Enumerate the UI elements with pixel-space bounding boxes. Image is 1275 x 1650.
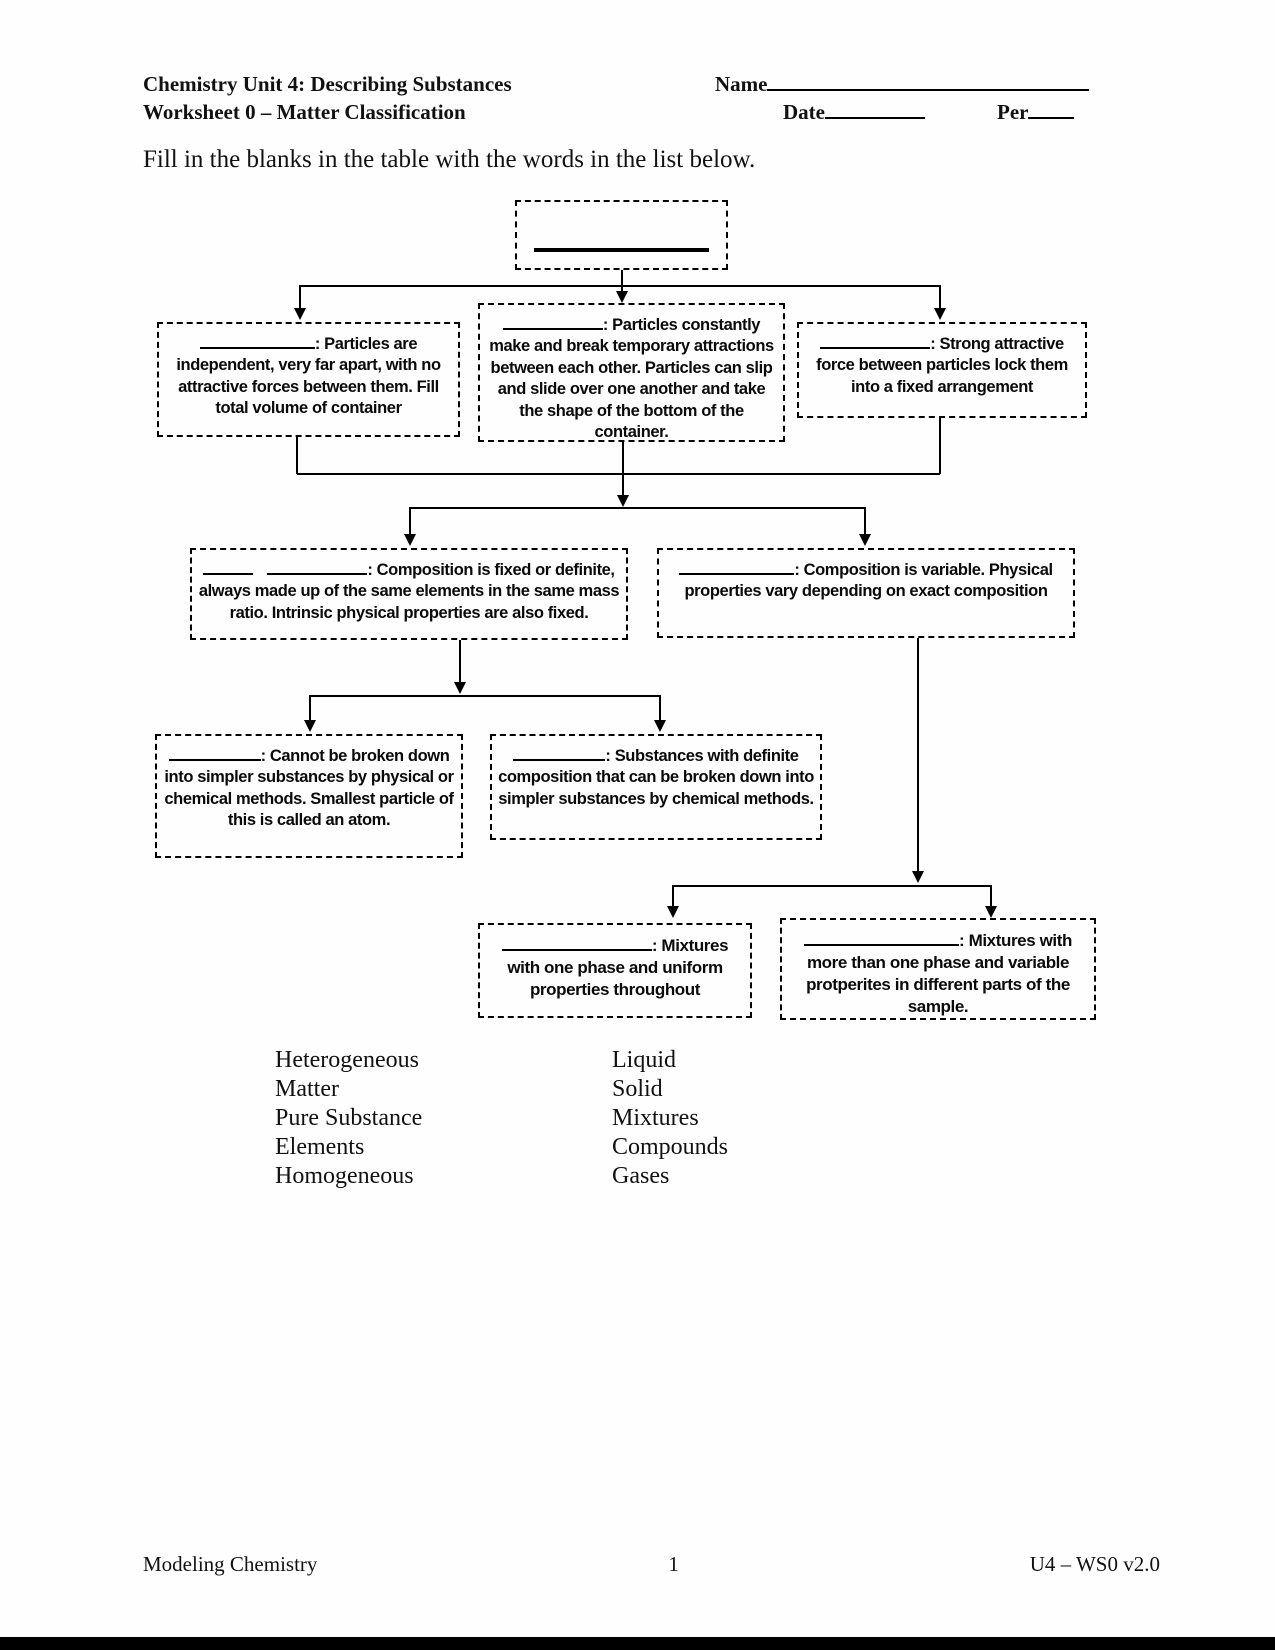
flowchart-box-elements: : Cannot be broken down into simpler sub…: [155, 734, 463, 858]
homogeneous-description: : Mixtures with one phase and uniform pr…: [507, 936, 729, 1000]
solid-blank[interactable]: [820, 335, 931, 349]
gases-blank[interactable]: [199, 335, 315, 349]
word-bank-item: Homogeneous: [275, 1163, 414, 1189]
footer-page-number: 1: [668, 1552, 679, 1576]
word-bank-item: Heterogeneous: [275, 1047, 419, 1073]
liquid-description: : Particles constantly make and break te…: [489, 316, 774, 442]
date-field: Date: [783, 100, 925, 125]
gases-description: : Particles are independent, very far ap…: [176, 335, 441, 418]
word-bank-item: Solid: [612, 1076, 663, 1102]
worksheet-title: Chemistry Unit 4: Describing Substances: [143, 72, 512, 96]
footer-left-text: Modeling Chemistry: [143, 1552, 318, 1576]
elements-blank[interactable]: [168, 747, 261, 761]
flowchart-box-liquid: : Particles constantly make and break te…: [478, 303, 785, 442]
flowchart-box-solid: : Strong attractive force between partic…: [797, 322, 1087, 418]
pure-substance-blank-1[interactable]: [203, 561, 254, 575]
pure-substance-description: : Composition is fixed or definite, alwa…: [198, 561, 620, 622]
worksheet-subtitle: Worksheet 0 – Matter Classification: [143, 100, 466, 124]
footer-right-text: U4 – WS0 v2.0: [1029, 1552, 1160, 1576]
flowchart-box-homogeneous: : Mixtures with one phase and uniform pr…: [478, 923, 752, 1018]
per-label: Per: [997, 100, 1029, 124]
name-blank[interactable]: [767, 72, 1090, 91]
word-bank-item: Mixtures: [612, 1105, 699, 1131]
flowchart-box-heterogeneous: : Mixtures with more than one phase and …: [780, 918, 1096, 1020]
scan-edge-bar: [0, 1637, 1275, 1650]
heterogeneous-blank[interactable]: [803, 932, 959, 946]
date-blank[interactable]: [824, 100, 925, 119]
word-bank-item: Compounds: [612, 1134, 729, 1160]
name-label: Name: [715, 72, 768, 96]
word-bank-item: Liquid: [612, 1047, 676, 1073]
homogeneous-blank[interactable]: [501, 937, 652, 951]
liquid-blank[interactable]: [502, 316, 603, 330]
per-field: Per: [997, 100, 1075, 125]
word-bank-item: Gases: [612, 1163, 670, 1189]
flowchart-box-compounds: : Substances with definite composition t…: [490, 734, 822, 840]
flowchart-box-gases: : Particles are independent, very far ap…: [157, 322, 460, 437]
flowchart-box-matter: [515, 200, 728, 270]
solid-description: : Strong attractive force between partic…: [816, 335, 1068, 396]
per-blank[interactable]: [1028, 100, 1075, 119]
compounds-blank[interactable]: [513, 747, 606, 761]
matter-blank[interactable]: [534, 248, 709, 252]
compounds-description: : Substances with definite composition t…: [498, 747, 814, 808]
mixtures-blank[interactable]: [679, 561, 795, 575]
flowchart-box-pure-substance: : Composition is fixed or definite, alwa…: [190, 548, 628, 640]
word-bank-item: Elements: [275, 1134, 365, 1160]
word-bank-item: Matter: [275, 1076, 339, 1102]
mixtures-description: : Composition is variable. Physical prop…: [684, 561, 1053, 601]
name-field: Name: [715, 72, 1090, 97]
flowchart-box-mixtures: : Composition is variable. Physical prop…: [657, 548, 1075, 638]
word-bank-item: Pure Substance: [275, 1105, 423, 1131]
elements-description: : Cannot be broken down into simpler sub…: [164, 747, 454, 830]
heterogeneous-description: : Mixtures with more than one phase and …: [806, 931, 1072, 1017]
pure-substance-blank-2[interactable]: [267, 561, 368, 575]
date-label: Date: [783, 100, 825, 124]
word-bank-left-column: Heterogeneous Matter Pure Substance Elem…: [275, 1046, 422, 1191]
page-footer: Modeling Chemistry 1 U4 – WS0 v2.0: [143, 1552, 1160, 1577]
instruction-text: Fill in the blanks in the table with the…: [143, 146, 756, 173]
word-bank-right-column: Liquid Solid Mixtures Compounds Gases: [612, 1046, 728, 1191]
